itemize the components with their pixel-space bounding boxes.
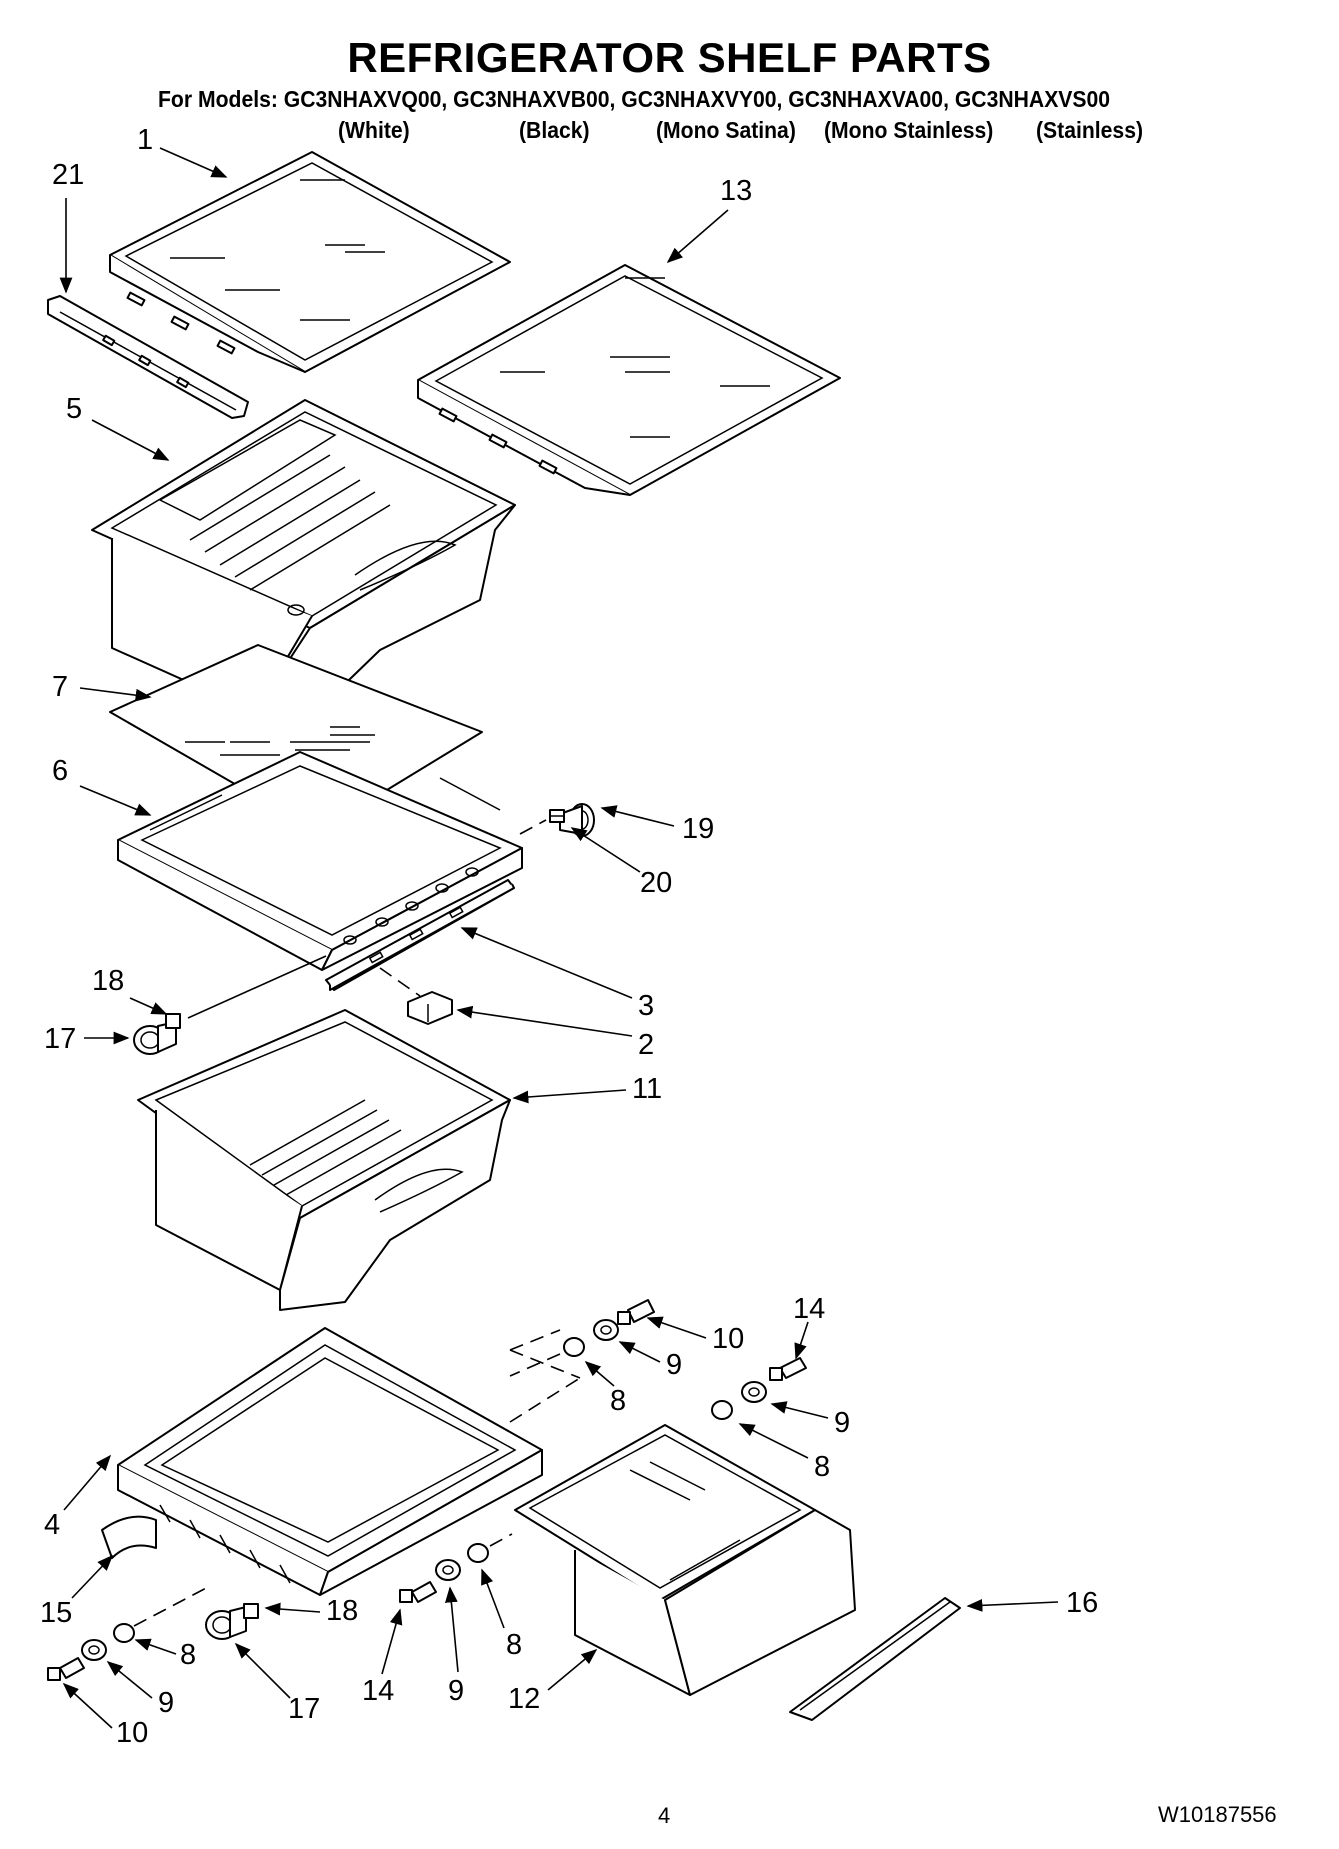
lower-shelf-frame (117, 1327, 543, 1596)
crisper-cover-frame (117, 751, 523, 971)
screw-18-lower (243, 1603, 259, 1619)
callout-9-upper: 9 (666, 1349, 682, 1381)
variant-mono-satina: (Mono Satina) (656, 117, 796, 143)
callout-9-lower-left: 9 (158, 1687, 174, 1719)
slide-knob (407, 991, 453, 1025)
bushing-8-lower-mid (467, 1543, 489, 1563)
callout-8-right: 8 (814, 1451, 830, 1483)
callout-6: 6 (52, 755, 68, 787)
callout-13: 13 (720, 175, 752, 207)
crisper-pan-lower (137, 1009, 511, 1311)
callout-14-upper: 14 (793, 1293, 825, 1325)
callout-9-lower-mid: 9 (448, 1675, 464, 1707)
screw-20 (549, 809, 565, 823)
shelf-rail (47, 295, 249, 419)
variant-black: (Black) (519, 117, 590, 143)
handle-cap (101, 1515, 157, 1559)
bushing-8-upper (563, 1337, 585, 1357)
callout-9-right: 9 (834, 1407, 850, 1439)
screw-14-upper (769, 1357, 807, 1381)
variant-mono-stainless: (Mono Stainless) (824, 117, 994, 143)
variant-stainless: (Stainless) (1036, 117, 1144, 143)
roller-17-upper (133, 1021, 177, 1055)
roller-17-lower (205, 1606, 247, 1640)
callout-15: 15 (40, 1597, 72, 1629)
models-line: For Models: GC3NHAXVQ00, GC3NHAXVB00, GC… (158, 86, 1111, 112)
callout-10-lower: 10 (116, 1717, 148, 1749)
callout-21: 21 (52, 159, 84, 191)
glass-shelf-upper (109, 151, 511, 373)
callout-7: 7 (52, 671, 68, 703)
callout-4: 4 (44, 1509, 60, 1541)
crisper-pan-upper (91, 399, 516, 721)
washer-9-lower-mid (435, 1559, 461, 1581)
deli-drawer (514, 1424, 856, 1696)
washer-9-upper (593, 1319, 619, 1341)
callout-5: 5 (66, 393, 82, 425)
callout-16: 16 (1066, 1587, 1098, 1619)
page-number: 4 (658, 1803, 671, 1828)
humidity-slide (325, 879, 515, 991)
callout-8-lower-left: 8 (180, 1639, 196, 1671)
screw-10-upper (617, 1299, 655, 1325)
screw-18-upper (165, 1013, 181, 1029)
screw-14-lower (399, 1581, 437, 1603)
callout-17-lower: 17 (288, 1693, 320, 1725)
callout-12: 12 (508, 1683, 540, 1715)
document-number: W10187556 (1158, 1802, 1277, 1827)
variant-white: (White) (338, 117, 410, 143)
callout-11: 11 (632, 1073, 662, 1105)
callout-20: 20 (640, 867, 672, 899)
page-title: REFRIGERATOR SHELF PARTS (347, 34, 992, 81)
callout-17-upper: 17 (44, 1023, 76, 1055)
drawer-handle (789, 1597, 961, 1721)
callout-2: 2 (638, 1029, 654, 1061)
screw-10-lower (47, 1657, 85, 1681)
washer-9-lower-left (81, 1639, 107, 1661)
callout-1: 1 (137, 124, 153, 156)
callout-3: 3 (638, 990, 654, 1022)
callout-8-lower-mid: 8 (506, 1629, 522, 1661)
glass-shelf-middle (417, 264, 841, 496)
washer-9-right (741, 1381, 767, 1403)
callout-14-lower: 14 (362, 1675, 394, 1707)
callout-18-upper: 18 (92, 965, 124, 997)
bushing-8-lower-left (113, 1623, 135, 1643)
callout-8-upper: 8 (610, 1385, 626, 1417)
callout-10-upper: 10 (712, 1323, 744, 1355)
callout-19: 19 (682, 813, 714, 845)
bushing-8-right (711, 1400, 733, 1420)
callout-18-lower: 18 (326, 1595, 358, 1627)
